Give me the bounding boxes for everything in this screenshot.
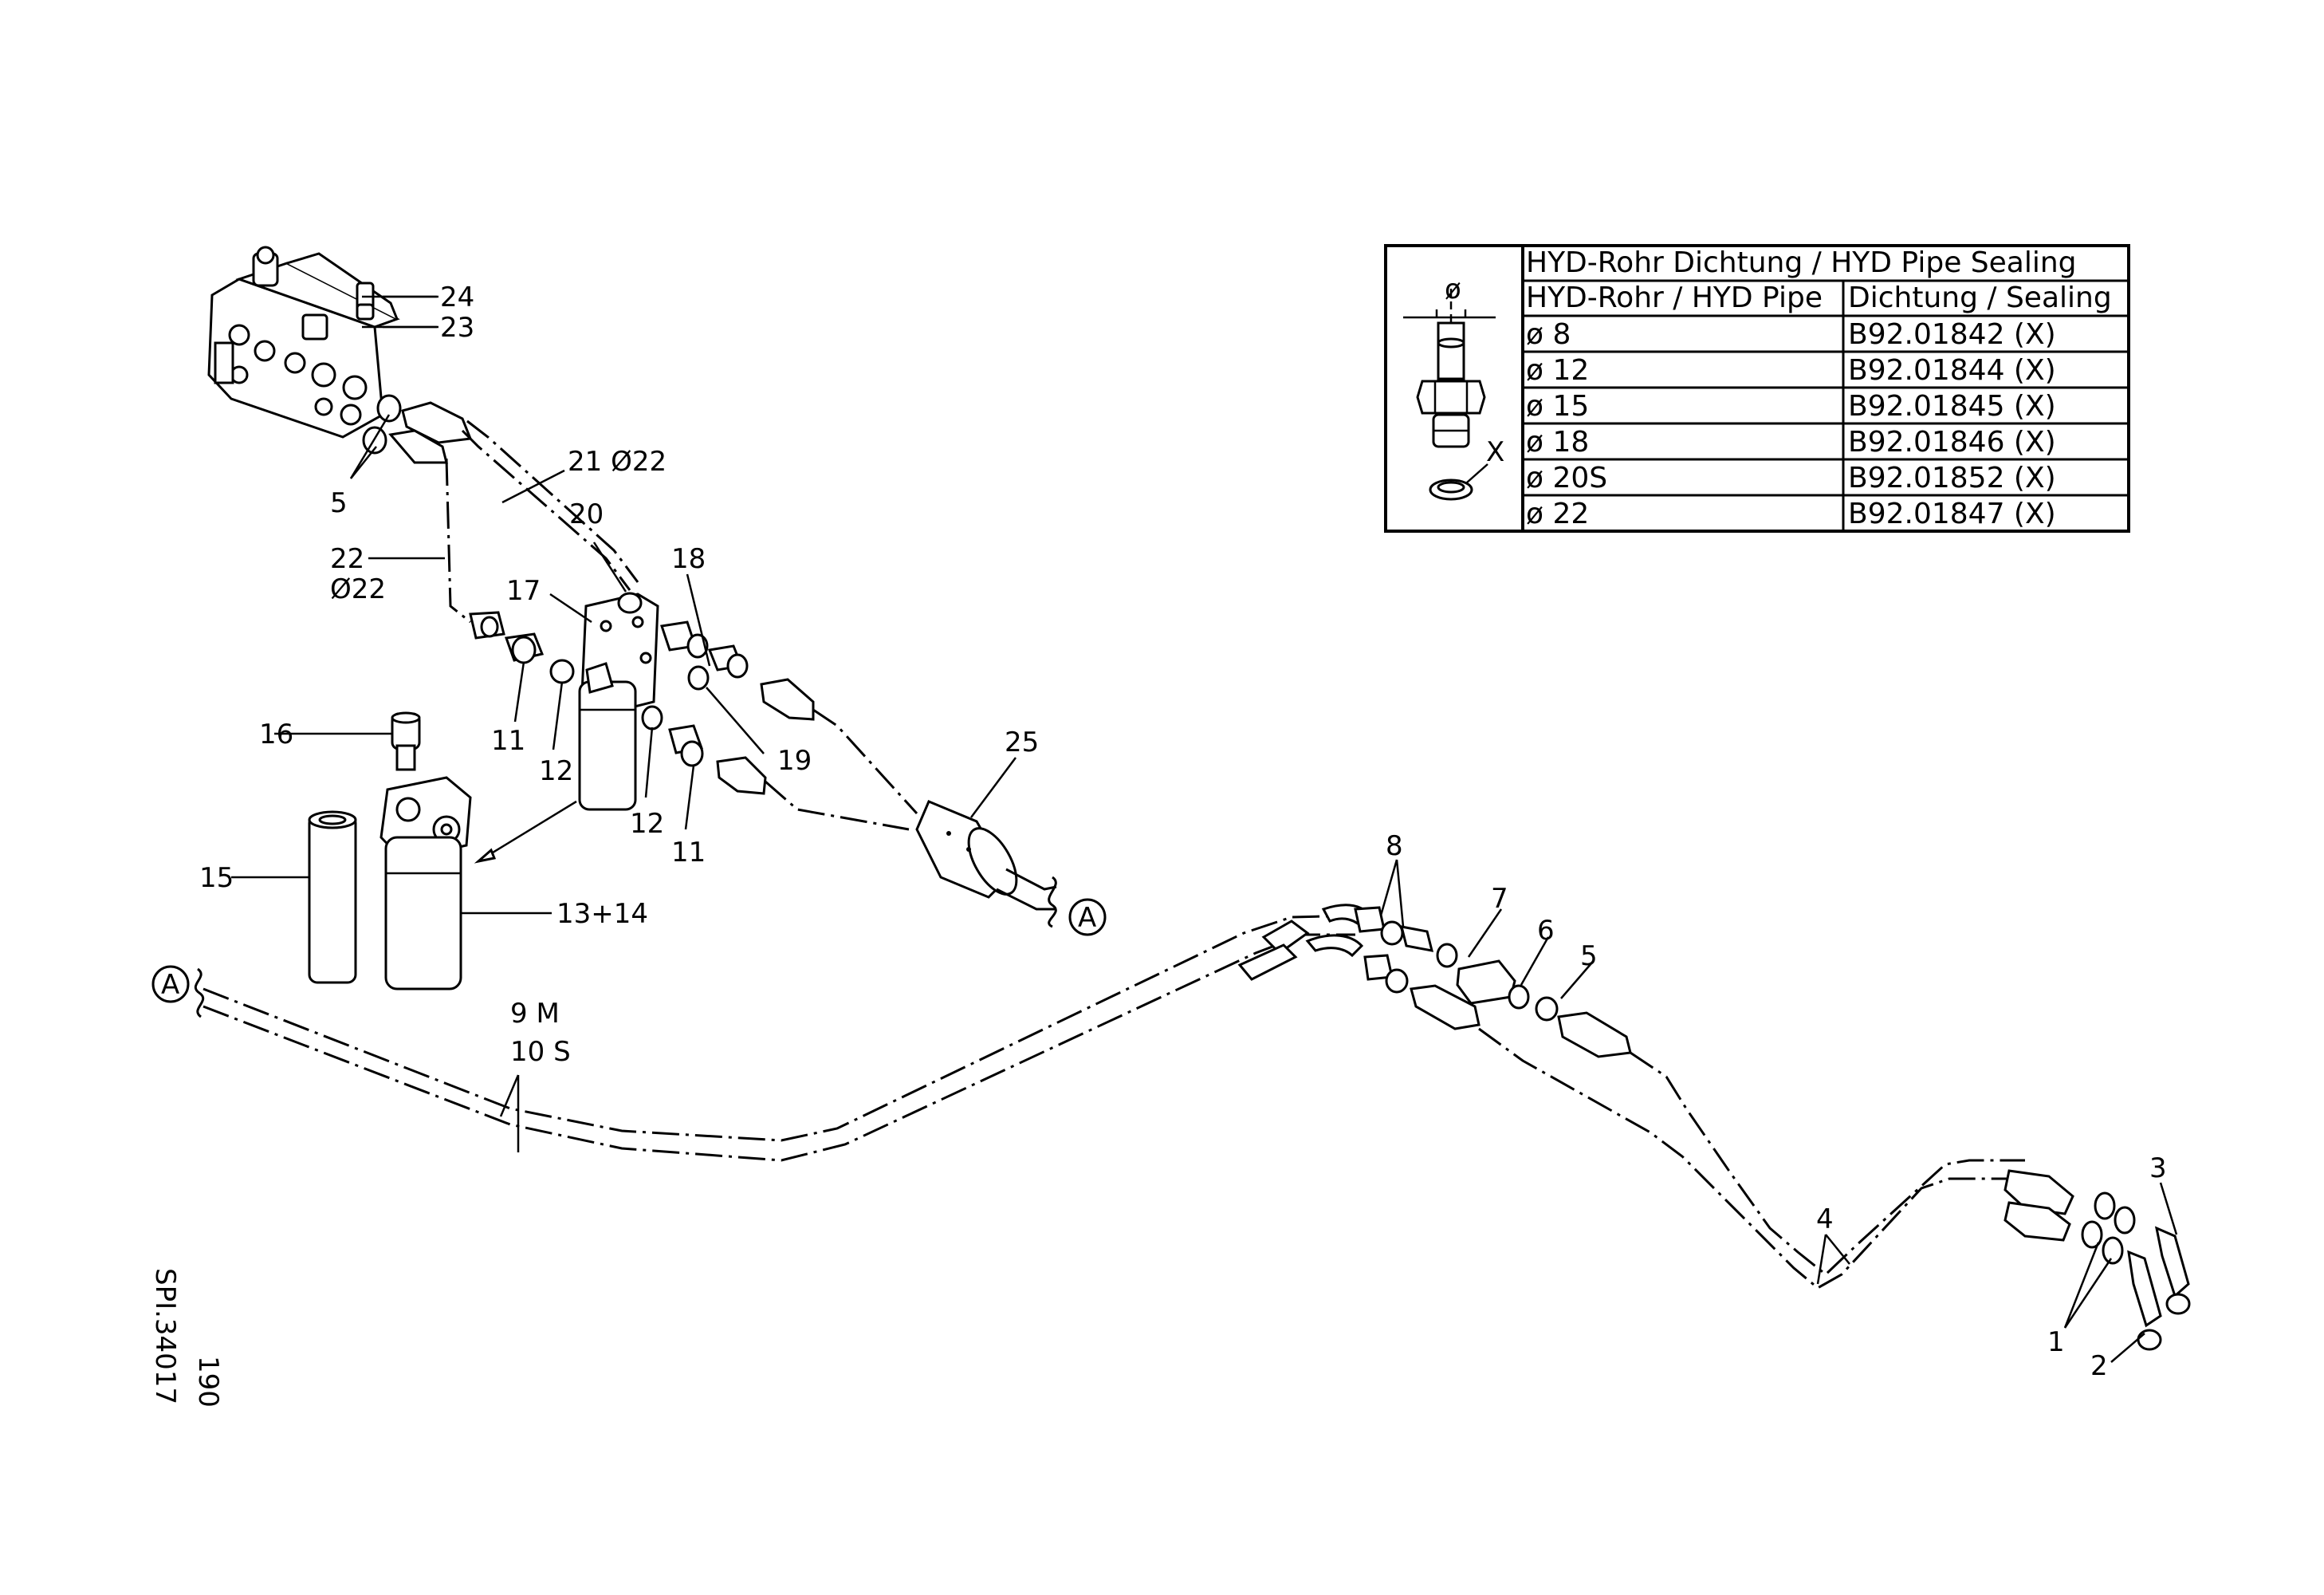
callout-18: 18 bbox=[671, 543, 706, 575]
pipe-upper-to-25 bbox=[812, 708, 918, 815]
seal-marker-x: X bbox=[1486, 436, 1504, 468]
callout-11-lower: 11 bbox=[671, 837, 706, 868]
callout-9: 9 M bbox=[510, 998, 560, 1030]
callout-12-lower: 12 bbox=[630, 808, 664, 840]
callout-21: 21 Ø22 bbox=[568, 446, 667, 478]
callout-24: 24 bbox=[440, 282, 474, 313]
page-number: 190 bbox=[192, 1356, 224, 1408]
pipe-10 bbox=[203, 933, 1355, 1162]
callout-labels: 24 23 5 21 Ø22 22 Ø22 20 17 18 11 12 19 … bbox=[199, 282, 2167, 1382]
pipe-9 bbox=[203, 914, 1356, 1142]
pipe-21 bbox=[461, 429, 631, 591]
quick-couplings bbox=[2004, 1169, 2191, 1351]
table-title: HYD-Rohr Dichtung / HYD Pipe Sealing bbox=[1526, 246, 2077, 279]
table-cell-pipe: ø 20S bbox=[1526, 462, 1607, 494]
filter-housing-13-14 bbox=[379, 776, 472, 990]
callout-20: 20 bbox=[569, 498, 604, 530]
callout-23: 23 bbox=[440, 312, 474, 344]
callout-16: 16 bbox=[259, 719, 293, 750]
pipe-lower-to-25 bbox=[765, 780, 910, 831]
control-valve-block bbox=[207, 246, 400, 439]
diameter-symbol: ø bbox=[1445, 274, 1461, 305]
callout-2: 2 bbox=[2090, 1350, 2108, 1382]
callout-8: 8 bbox=[1386, 830, 1403, 862]
svg-text:A: A bbox=[1078, 902, 1096, 934]
callout-22: 22 bbox=[330, 543, 364, 575]
table-header-sealing: Dichtung / Sealing bbox=[1848, 282, 2112, 314]
table-cell-sealing: B92.01846 (X) bbox=[1848, 426, 2056, 459]
table-header-pipe: HYD-Rohr / HYD Pipe bbox=[1526, 282, 1823, 314]
pipe-22 bbox=[445, 458, 471, 624]
svg-text:A: A bbox=[161, 969, 179, 1001]
connector-a-right: A bbox=[1068, 898, 1107, 936]
pipe-seal-illustration: ø X bbox=[1403, 274, 1504, 501]
callout-25: 25 bbox=[1005, 727, 1039, 758]
callout-5-right: 5 bbox=[1580, 940, 1598, 972]
callout-7: 7 bbox=[1491, 883, 1508, 915]
callout-11-upper: 11 bbox=[491, 725, 525, 757]
table-cell-pipe: ø 22 bbox=[1526, 498, 1589, 530]
callout-4: 4 bbox=[1816, 1203, 1834, 1235]
filter-element-15 bbox=[308, 810, 357, 984]
sealing-table: HYD-Rohr Dichtung / HYD Pipe Sealing HYD… bbox=[1384, 244, 2130, 533]
table-cell-pipe: ø 8 bbox=[1526, 318, 1571, 351]
callout-22-diameter: Ø22 bbox=[330, 573, 386, 605]
pipe-4-lower bbox=[1630, 1051, 2025, 1276]
callout-3: 3 bbox=[2149, 1152, 2167, 1184]
pipe-4-upper bbox=[1478, 1027, 2025, 1290]
drawing-id: SPI.34017 bbox=[149, 1268, 181, 1404]
table-cell-sealing: B92.01844 (X) bbox=[1848, 354, 2056, 387]
table-cell-pipe: ø 12 bbox=[1526, 354, 1589, 387]
callout-6: 6 bbox=[1537, 915, 1555, 947]
table-cell-sealing: B92.01847 (X) bbox=[1848, 498, 2056, 530]
callout-10: 10 S bbox=[510, 1036, 571, 1068]
callout-5-top: 5 bbox=[330, 487, 348, 519]
table-cell-pipe: ø 15 bbox=[1526, 390, 1589, 423]
callout-1: 1 bbox=[2047, 1326, 2065, 1358]
callout-19: 19 bbox=[777, 745, 812, 777]
filter-valve-16 bbox=[391, 711, 421, 771]
table-cell-sealing: B92.01845 (X) bbox=[1848, 390, 2056, 423]
table-cell-pipe: ø 18 bbox=[1526, 426, 1589, 459]
table-cell-sealing: B92.01842 (X) bbox=[1848, 318, 2056, 351]
callout-leaders bbox=[231, 295, 2178, 1363]
fittings-8-5 bbox=[1354, 906, 1632, 1058]
filter-head-17 bbox=[578, 593, 659, 811]
connector-a-left: A bbox=[151, 965, 190, 1003]
valve-fittings-5 bbox=[362, 394, 473, 464]
pipe-clamp-25 bbox=[915, 800, 1018, 899]
callout-12-upper: 12 bbox=[539, 755, 573, 787]
table-cell-sealing: B92.01852 (X) bbox=[1848, 462, 2056, 494]
callout-13-14: 13+14 bbox=[556, 898, 648, 930]
callout-15: 15 bbox=[199, 862, 234, 894]
callout-17: 17 bbox=[506, 575, 541, 607]
